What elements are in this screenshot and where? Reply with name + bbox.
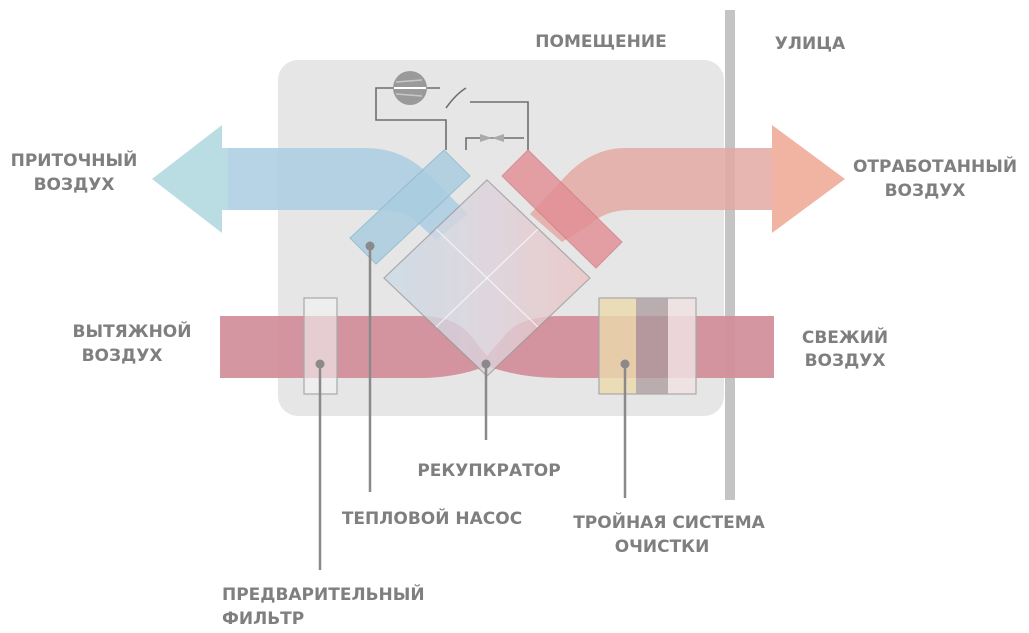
- supply-air-label-line2: ВОЗДУХ: [34, 175, 115, 195]
- room-zone-label: ПОМЕЩЕНИЕ: [535, 32, 666, 52]
- heat-pump-coil-cold: [349, 149, 471, 265]
- compressor-icon: [393, 71, 427, 105]
- recuperator-label: РЕКУПКРАТОР: [417, 461, 560, 481]
- purification-label-line2: ОЧИСТКИ: [615, 537, 710, 557]
- heat-pump-label: ТЕПЛОВОЙ НАСОС: [342, 507, 522, 529]
- prefilter-label-line1: ПРЕДВАРИТЕЛЬНЫЙ: [222, 583, 425, 605]
- prefilter-marker: [315, 359, 325, 369]
- recuperator-core: [383, 179, 591, 377]
- recuperator-marker: [481, 359, 491, 369]
- heat-pump-marker: [365, 241, 375, 251]
- waste-air-label-line2: ВОЗДУХ: [885, 181, 966, 201]
- leader-lines: [318, 246, 627, 570]
- purification-label-line1: ТРОЙНАЯ СИСТЕМА: [573, 511, 765, 533]
- triple-filter-block: [598, 297, 697, 395]
- heat-pump-coil-hot: [501, 149, 623, 269]
- outside-wall: [725, 10, 735, 500]
- supply-air-label-line1: ПРИТОЧНЫЙ: [11, 149, 138, 171]
- supply-air-arrow: [152, 125, 228, 233]
- exhaust-air-label-line2: ВОЗДУХ: [82, 346, 163, 366]
- expansion-valve-icon: [480, 134, 504, 142]
- supply-air-duct: [220, 148, 468, 240]
- fresh-air-label-line1: СВЕЖИЙ: [802, 326, 888, 348]
- fresh-air-label-line2: ВОЗДУХ: [805, 351, 886, 371]
- exhaust-air-label-line1: ВЫТЯЖНОЙ: [73, 320, 192, 342]
- prefilter-label-line2: ФИЛЬТР: [222, 609, 304, 629]
- purification-marker: [620, 359, 630, 369]
- waste-air-arrow: [772, 125, 845, 233]
- street-zone-label: УЛИЦА: [775, 34, 846, 54]
- waste-air-label-line1: ОТРАБОТАННЫЙ: [853, 155, 1017, 177]
